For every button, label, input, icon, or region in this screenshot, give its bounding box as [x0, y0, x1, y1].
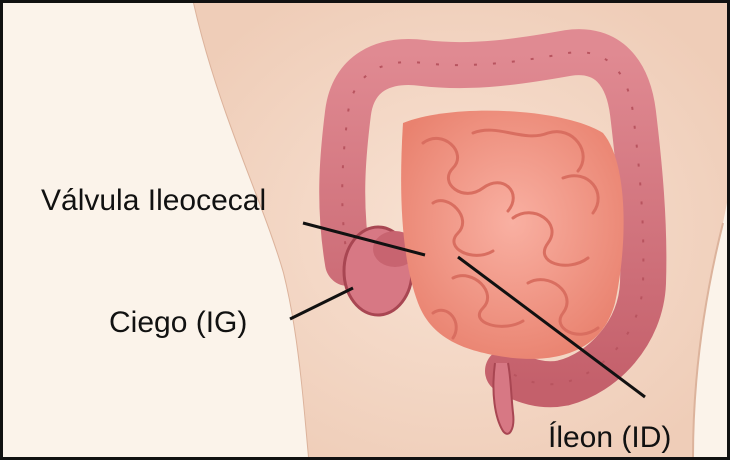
label-ileon: Íleon (ID) [548, 423, 671, 453]
label-ciego: Ciego (IG) [109, 308, 247, 338]
label-valvula-ileocecal: Válvula Ileocecal [41, 186, 266, 216]
small-intestine [401, 111, 623, 359]
intestine-illustration [3, 3, 727, 457]
